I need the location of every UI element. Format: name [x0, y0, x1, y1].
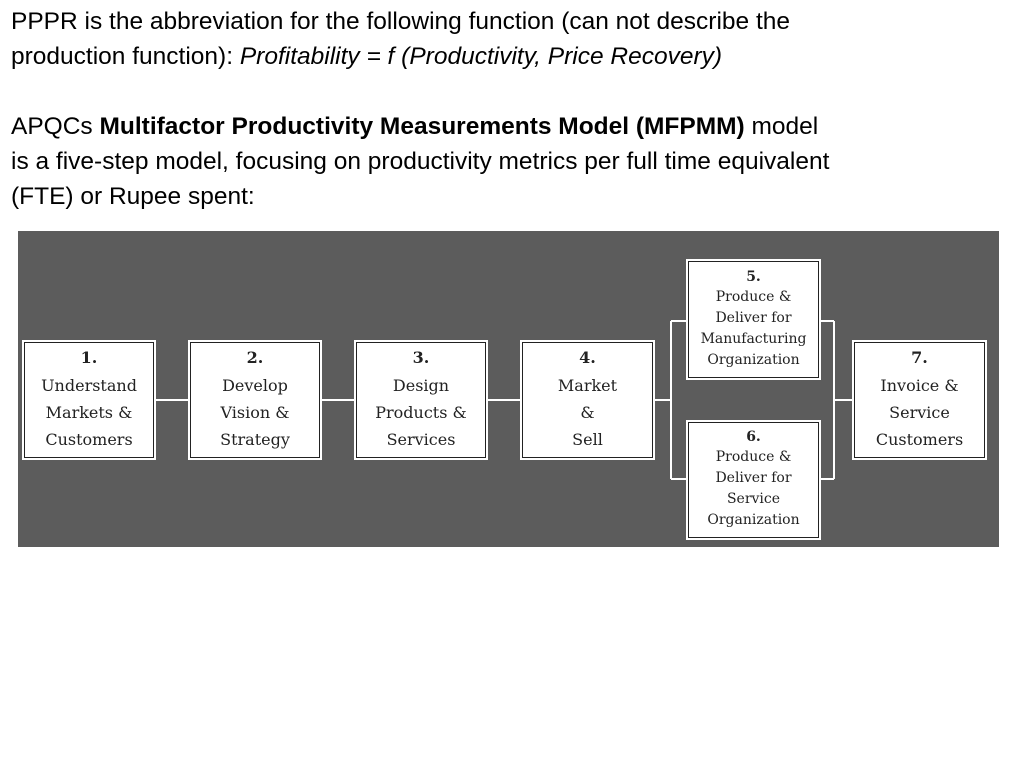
step-4-number: 4.	[579, 347, 596, 367]
mfpmm-prefix: APQCs	[11, 113, 100, 140]
step-3-number: 3.	[412, 347, 430, 367]
step-5-box: 5. Produce & Deliver for Manufacturing O…	[686, 259, 821, 380]
step-1-label: Understand Markets & Customers	[41, 375, 137, 449]
mfpmm-line-2: is a five-step model, focusing on produc…	[11, 148, 830, 175]
step-7-box: 7. Invoice & Service Customers	[852, 340, 987, 460]
diagram-connectors	[153, 320, 855, 480]
mfpmm-suffix: model	[744, 113, 819, 140]
step-4-box: 4. Market & Sell	[520, 340, 655, 460]
mfpmm-line-1: APQCs Multifactor Productivity Measureme…	[11, 109, 1011, 144]
step-1-box: 1. Understand Markets & Customers	[22, 340, 156, 460]
step-3-box: 3. Design Products & Services	[354, 340, 488, 460]
mfpmm-diagram: 1. Understand Markets & Customers 2. Dev…	[18, 231, 999, 547]
intro-line-2: production function): Profitability = f …	[11, 39, 1011, 74]
step-7-label: Invoice & Service Customers	[875, 375, 964, 449]
step-2-label: Develop Vision & Strategy	[220, 375, 290, 449]
step-1-number: 1.	[80, 347, 98, 367]
step-7-number: 7.	[911, 347, 928, 367]
profitability-formula: Profitability = f (Productivity, Price R…	[239, 43, 723, 70]
step-6-box: 6. Produce & Deliver for Service Organiz…	[686, 420, 821, 540]
step-6-number: 6.	[746, 429, 761, 445]
mfpmm-line-3: (FTE) or Rupee spent:	[11, 183, 255, 210]
step-2-number: 2.	[246, 347, 264, 367]
step-5-number: 5.	[746, 268, 761, 285]
intro-line-2-prefix: production function):	[11, 43, 240, 70]
step-3-label: Design Products & Services	[375, 375, 467, 449]
step-2-box: 2. Develop Vision & Strategy	[188, 340, 322, 460]
mfpmm-model-name: Multifactor Productivity Measurements Mo…	[99, 113, 745, 140]
intro-line-1: PPPR is the abbreviation for the followi…	[11, 8, 790, 35]
intro-text: PPPR is the abbreviation for the followi…	[11, 4, 1011, 214]
step-4-label: Market & Sell	[557, 375, 618, 449]
step-5-label: Produce & Deliver for Manufacturing Orga…	[700, 288, 807, 368]
step-6-label: Produce & Deliver for Service Organizati…	[707, 449, 800, 528]
